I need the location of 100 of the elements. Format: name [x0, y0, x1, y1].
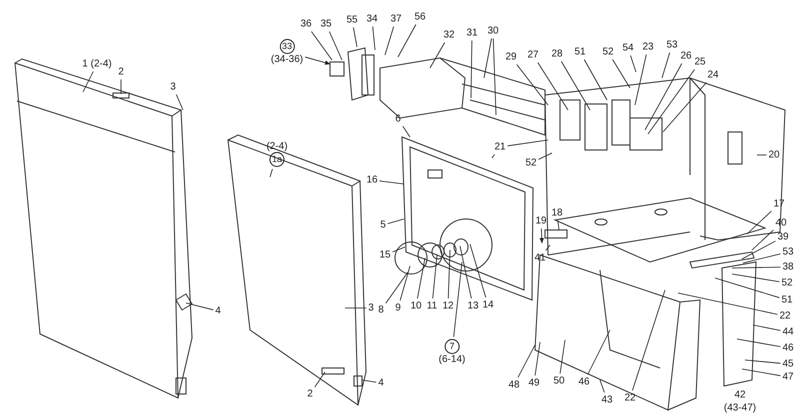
part-range-label: (2-4) [266, 141, 288, 152]
callout-number: 23 [642, 42, 654, 52]
leader-line [402, 126, 410, 138]
callout-number: 22 [779, 310, 791, 322]
callout-number: 5 [380, 220, 386, 230]
leader-line [752, 324, 781, 331]
leader-line [430, 42, 446, 68]
leader-line [662, 52, 670, 78]
door-panel-drawing [14, 58, 193, 399]
callout-number: 52 [781, 278, 793, 288]
leader-line [714, 278, 780, 298]
callout-number: 55 [346, 14, 358, 26]
leader-line [612, 59, 630, 88]
callout-number: 27 [527, 50, 539, 60]
callout-number: 49 [528, 378, 540, 388]
leader-line [82, 71, 94, 92]
leader-line [186, 302, 214, 310]
leader-line [492, 38, 496, 116]
leader-line [742, 240, 776, 260]
leader-line [732, 266, 781, 268]
leader-line [560, 340, 566, 374]
callout-number: 56 [414, 12, 426, 22]
leader-line [484, 38, 492, 78]
callout-number: 4 [215, 306, 221, 316]
leader-line [584, 59, 608, 100]
callout-number: 52 [602, 46, 614, 58]
leader-line [448, 250, 450, 299]
leader-line [648, 69, 695, 134]
callout-number: 34 [366, 14, 378, 24]
callout-number: 43 [601, 394, 613, 406]
callout-number: 14 [482, 300, 494, 310]
leader-line [662, 82, 707, 132]
callout-number: 51 [781, 294, 793, 306]
leader-line [545, 244, 550, 251]
knob-assembly-drawing [394, 218, 492, 274]
leader-line [561, 61, 590, 110]
circled-callout-number: 33 [280, 39, 294, 54]
callout-number: 12 [442, 300, 454, 312]
callout-number: 18 [551, 208, 563, 218]
leader-line [630, 55, 636, 72]
callout-number: 11 [426, 300, 438, 312]
callout-number: 16 [366, 174, 378, 186]
callout-number: 31 [466, 28, 478, 38]
leader-line [557, 220, 560, 230]
leader-line [392, 246, 406, 252]
callout-number: 15 [379, 250, 391, 260]
callout-number: 2 [307, 388, 313, 400]
callout-number: 46 [782, 342, 794, 354]
callout-number: 20 [768, 150, 780, 160]
arrow [540, 228, 544, 244]
leader-line [746, 210, 772, 234]
part-range-label: (6-14) [438, 354, 466, 365]
leader-line [176, 94, 184, 110]
callout-number: 39 [777, 232, 789, 242]
leader-line [400, 266, 410, 301]
callout-number: 36 [300, 18, 312, 30]
leader-line [387, 218, 404, 224]
leader-line [270, 168, 273, 178]
callout-number: 25 [694, 56, 706, 68]
leader-line [353, 27, 358, 48]
callout-number: 30 [487, 26, 499, 36]
callout-number: 22 [624, 392, 636, 404]
leader-line [379, 180, 404, 184]
leader-line [314, 372, 326, 388]
leader-line [538, 152, 552, 160]
leader-line [384, 26, 394, 56]
leader-line [742, 368, 781, 376]
leader-line [518, 344, 536, 378]
callout-number: 50 [553, 376, 565, 386]
callout-number: 28 [551, 48, 563, 60]
leader-line [744, 360, 781, 364]
leader-line [732, 274, 780, 282]
part-range-label: (34-36) [270, 54, 304, 65]
callout-number: 44 [782, 326, 794, 338]
callout-number: 35 [320, 18, 332, 30]
callout-number: 6 [395, 114, 401, 124]
leader-line [644, 63, 682, 130]
leader-line [120, 79, 122, 94]
leader-line [752, 230, 774, 250]
callout-number: 8 [378, 304, 384, 316]
callout-number: 32 [443, 30, 455, 40]
leader-line [460, 246, 472, 299]
leader-line [516, 64, 548, 106]
callout-number: 10 [410, 300, 422, 312]
callout-number: 38 [782, 262, 794, 272]
leader-line [432, 254, 438, 299]
leader-line [385, 272, 408, 304]
leader-line [600, 380, 605, 393]
leader-line [328, 31, 342, 60]
callout-number: 54 [622, 42, 634, 54]
leader-line [311, 31, 332, 60]
leader-line [398, 24, 416, 58]
leader-line [507, 140, 548, 146]
callout-number: 3 [368, 302, 374, 314]
leader-line [470, 40, 472, 98]
leader-line [756, 154, 767, 156]
leader-line [587, 330, 610, 375]
callout-number: 9 [395, 302, 401, 314]
callout-number: 51 [574, 46, 586, 58]
leader-line [742, 253, 781, 264]
